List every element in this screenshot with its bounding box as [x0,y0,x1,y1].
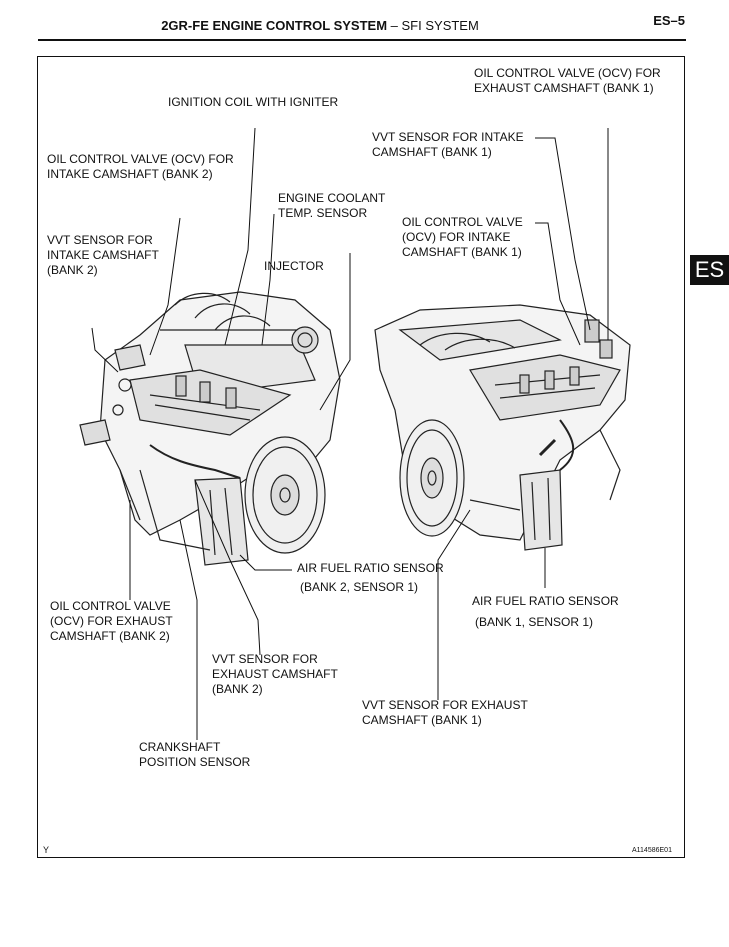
footer-left-mark: Y [43,845,50,855]
figure-code: A114586E01 [632,847,672,854]
label-crankshaft-position-sensor: CRANKSHAFT POSITION SENSOR [139,740,251,769]
leader-ignition-coil [224,127,256,346]
header-divider [38,39,686,41]
left-engine-drawing [79,291,341,566]
leader-injector [319,253,351,411]
label-ocv-intake-bank2: OIL CONTROL VALVE (OCV) FOR INTAKE CAMSH… [47,152,234,181]
leader-coolant-sensor [261,213,275,346]
label-vvt-exhaust-bank1: VVT SENSOR FOR EXHAUST CAMSHAFT (BANK 1) [362,698,528,727]
label-vvt-intake-bank2: VVT SENSOR FOR INTAKE CAMSHAFT (BANK 2) [47,233,159,277]
label-vvt-intake-bank1: VVT SENSOR FOR INTAKE CAMSHAFT (BANK 1) [372,130,524,159]
section-tab[interactable]: ES [690,255,729,285]
leader-vvt-intake-b1 [535,137,591,331]
leader-ocv-intake-b1 [535,222,581,346]
header-title-sub: SFI SYSTEM [401,18,479,33]
leader-lines [91,127,609,740]
page-header-title: 2GR-FE ENGINE CONTROL SYSTEM – SFI SYSTE… [0,18,640,33]
leader-vvt-exhaust-b2 [194,479,261,656]
label-af-sensor-bank1: AIR FUEL RATIO SENSOR (BANK 1, SENSOR 1) [472,594,619,629]
label-injector: INJECTOR [264,259,324,273]
figure-frame [37,56,685,858]
label-af-sensor-bank2: AIR FUEL RATIO SENSOR (BANK 2, SENSOR 1) [297,561,444,594]
header-title-dash: – [390,18,398,33]
right-engine-drawing [374,304,631,551]
leader-af-sensor-b2 [239,554,292,571]
page-number: ES–5 [653,13,685,28]
label-coolant-temp-sensor: ENGINE COOLANT TEMP. SENSOR [278,191,386,220]
leader-ocv-intake-b2 [149,217,181,356]
label-ocv-exhaust-bank1: OIL CONTROL VALVE (OCV) FOR EXHAUST CAMS… [474,66,661,95]
label-vvt-exhaust-bank2: VVT SENSOR FOR EXHAUST CAMSHAFT (BANK 2) [212,652,338,696]
label-ocv-exhaust-bank2: OIL CONTROL VALVE (OCV) FOR EXHAUST CAMS… [50,599,173,643]
label-ignition-coil: IGNITION COIL WITH IGNITER [168,95,339,109]
leader-vvt-exhaust-b1 [437,509,471,700]
label-ocv-intake-bank1: OIL CONTROL VALVE (OCV) FOR INTAKE CAMSH… [402,215,523,259]
leader-vvt-intake-b2 [91,327,119,373]
leader-crankshaft-sensor [179,519,198,740]
header-title-main: 2GR-FE ENGINE CONTROL SYSTEM [161,18,388,33]
